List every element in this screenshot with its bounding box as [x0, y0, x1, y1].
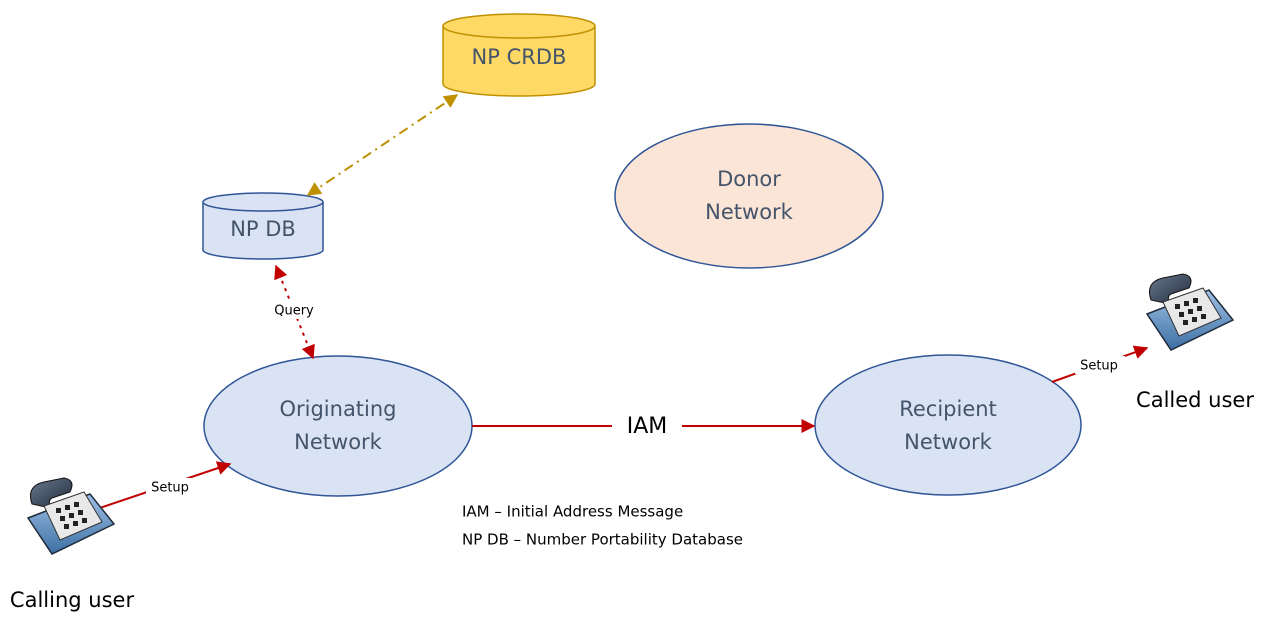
np-crdb-database: NP CRDB	[442, 13, 596, 97]
calling-user-label: Calling user	[10, 588, 135, 612]
np-db-database: NP DB	[202, 192, 324, 260]
recipient-network-label-line2: Network	[904, 430, 993, 454]
query-label: Query	[274, 304, 314, 319]
originating-network-label-line1: Originating	[279, 397, 396, 421]
np-db-label: NP DB	[230, 217, 296, 241]
iam-label: IAM	[627, 414, 668, 439]
called-user-telephone-icon	[1145, 273, 1235, 351]
np-crdb-label: NP CRDB	[472, 45, 567, 69]
setup-called-label: Setup	[1080, 359, 1118, 374]
recipient-network-node: Recipient Network	[814, 354, 1082, 496]
calling-user-telephone-icon	[26, 477, 116, 555]
donor-network-label-line2: Network	[705, 200, 794, 224]
donor-network-node: Donor Network	[614, 123, 884, 269]
query-label-bg	[268, 301, 320, 319]
setup-called-label-bg	[1075, 356, 1125, 374]
legend-line-iam: IAM – Initial Address Message	[462, 503, 683, 521]
legend: IAM – Initial Address Message NP DB – Nu…	[462, 503, 743, 549]
legend-line-npdb: NP DB – Number Portability Database	[462, 531, 743, 549]
called-user-label: Called user	[1136, 388, 1254, 412]
setup-calling-label: Setup	[151, 481, 189, 496]
originating-network-label-line2: Network	[294, 430, 383, 454]
crdb-sync-arrow	[306, 94, 459, 196]
recipient-network-label-line1: Recipient	[899, 397, 997, 421]
setup-calling-label-bg	[146, 478, 196, 496]
originating-network-node: Originating Network	[203, 355, 473, 497]
donor-network-label-line1: Donor	[717, 167, 781, 191]
